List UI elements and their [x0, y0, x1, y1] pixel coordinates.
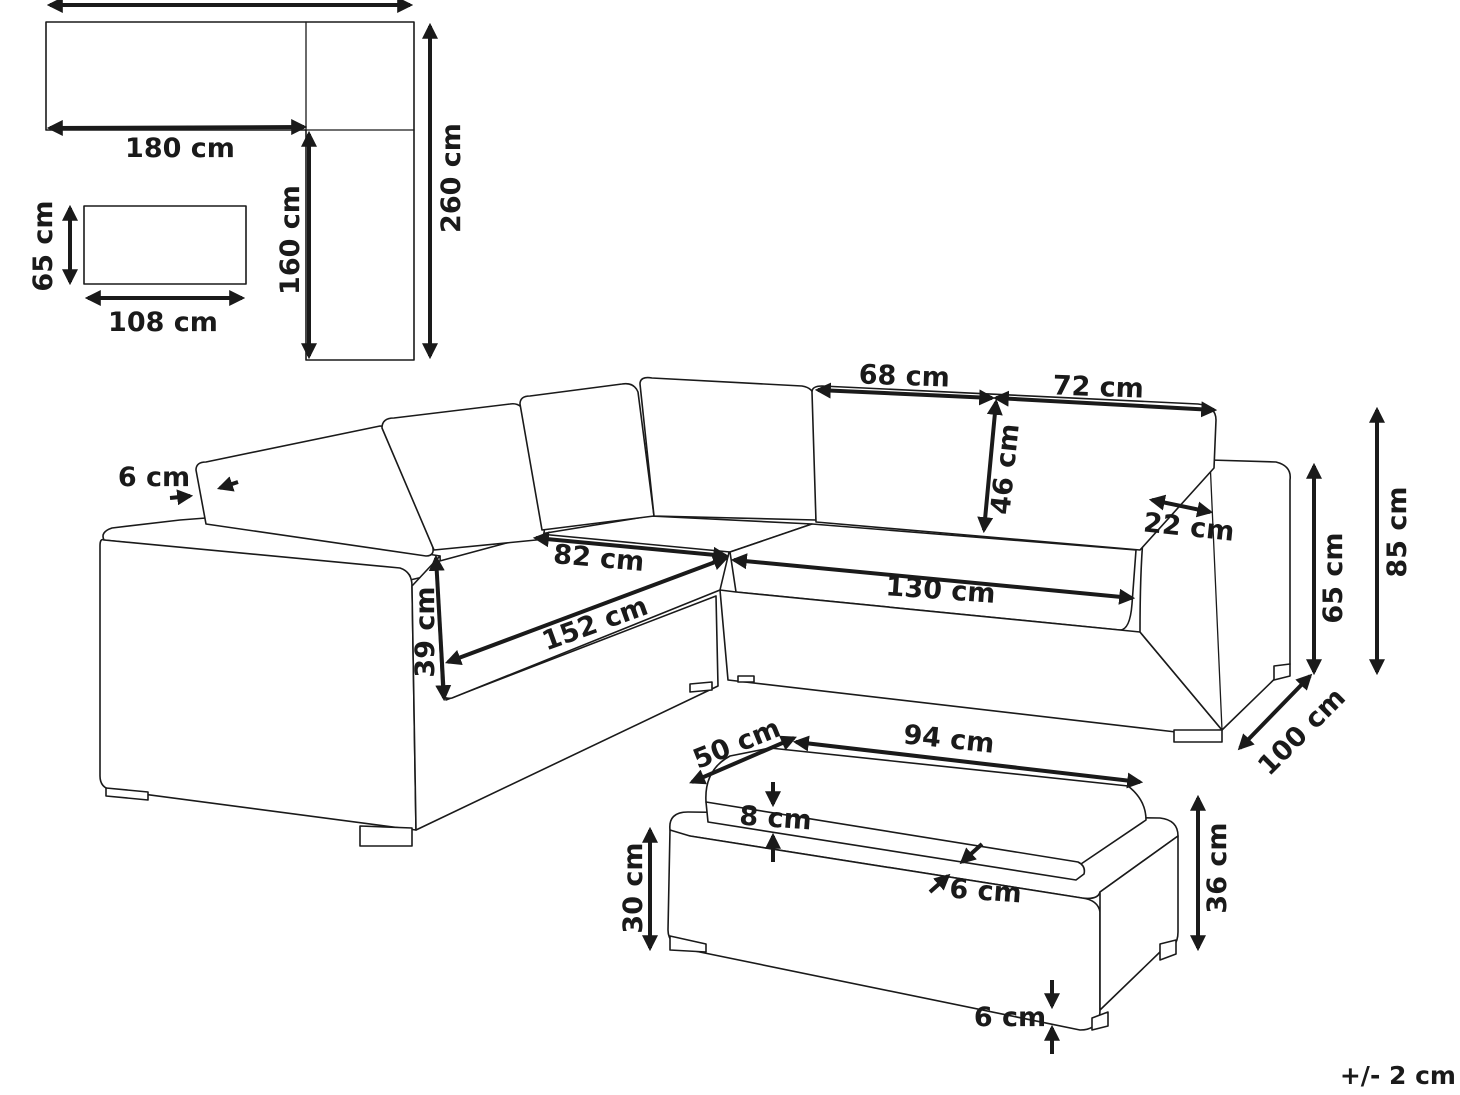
- table-cushion-front: [705, 801, 1086, 881]
- leg-right-front: [1173, 729, 1223, 743]
- sofa-depth-label: 100 cm: [1252, 682, 1352, 782]
- back-cushion-4: [639, 376, 817, 521]
- tolerance-note: +/- 2 cm: [1340, 1061, 1456, 1090]
- leg-left-front: [105, 787, 149, 801]
- leg-right-back: [1273, 663, 1291, 681]
- seat-height-arrow: [428, 554, 452, 702]
- leg-left-corner: [359, 825, 413, 847]
- table-leg-left: [669, 935, 707, 953]
- armrest-thickness-label: 6 cm: [118, 462, 190, 493]
- frame-lip-arrow-bottom: [928, 873, 951, 894]
- armrest-thickness-arrow-l: [169, 489, 194, 506]
- leg-center: [689, 681, 713, 693]
- back-cushion-68-label: 68 cm: [858, 359, 950, 393]
- plan-table-depth-label: 65 cm: [28, 200, 59, 291]
- cushion-thickness-label: 8 cm: [738, 801, 812, 837]
- left-seat-width-arrow: [445, 554, 729, 666]
- back-cushion-72-arrow: [992, 390, 1218, 418]
- frame-lip-label: 6 cm: [948, 874, 1022, 910]
- plan-l-shape-outline: [45, 21, 415, 361]
- table-leg-front: [1091, 1011, 1109, 1031]
- plan-depth-label: 260 cm: [436, 123, 467, 233]
- leg-height-label: 6 cm: [974, 1002, 1046, 1033]
- frame-height-label: 30 cm: [618, 842, 649, 933]
- table-depth-arrow: [689, 735, 797, 785]
- left-arm-front: [99, 538, 417, 831]
- plan-table-outline: [83, 205, 247, 285]
- right-seat-width-label: 130 cm: [885, 571, 997, 610]
- armrest-width-arrow: [1148, 494, 1214, 518]
- right-seat-width-arrow: [730, 553, 1136, 605]
- plan-right-length-label: 160 cm: [275, 185, 306, 295]
- back-cushion-height-arrow: [977, 398, 1003, 534]
- armrest-thickness-arrow-r: [216, 476, 239, 492]
- table-width-label: 94 cm: [902, 719, 996, 759]
- plan-table-width-label: 108 cm: [108, 307, 218, 338]
- back-cushion-68-arrow: [814, 382, 996, 406]
- back-cushion-3: [519, 382, 655, 531]
- table-leg-right: [1159, 939, 1177, 961]
- coffee-table-drawing: [667, 747, 1179, 1031]
- sofa-drawing: [99, 376, 1292, 847]
- sofa-depth-arrow: [1237, 673, 1313, 751]
- seat-depth-arrow: [532, 531, 730, 563]
- seat-height-label: 39 cm: [410, 586, 441, 677]
- plan-view: 180 cm 260 cm 160 cm 65 cm 108 cm: [28, 0, 467, 361]
- table-height-label: 36 cm: [1202, 822, 1233, 913]
- frame-lip-arrow-top: [959, 842, 984, 865]
- leg-mid-right: [737, 675, 755, 683]
- plan-left-width-label: 180 cm: [125, 133, 235, 164]
- back-cushion-72-label: 72 cm: [1052, 370, 1144, 404]
- table-width-arrow: [792, 735, 1144, 789]
- total-height-label: 85 cm: [1382, 486, 1413, 577]
- plan-left-width-arrow: [46, 119, 308, 136]
- arm-height-label: 65 cm: [1318, 532, 1349, 623]
